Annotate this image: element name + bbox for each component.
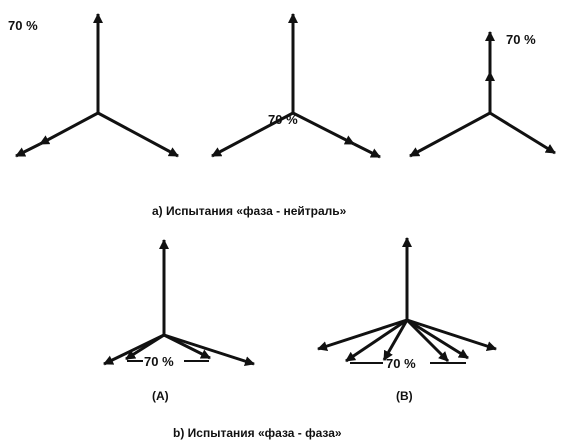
phasor-lower-right [97,111,179,158]
phasor-lower-right [292,111,355,146]
case-label: (B) [396,389,413,403]
diagram-b-case-a: 70 % (A) [103,239,255,403]
phasor-lower-left [39,111,99,146]
phasor-lower-left [211,111,294,158]
star-diagram-a2: 70 % [211,13,381,159]
phasor-left-outer [317,318,408,351]
star-diagram-a3: 70 % [409,31,556,158]
phasor-right-outer [163,333,255,366]
caption-b: b) Испытания «фаза - фаза» [173,426,342,440]
phasor-right-mid [405,318,450,363]
percent-label: 70 % [506,32,536,47]
phasor-lower-right-ext [353,142,381,159]
phasor-left-inner [345,318,408,363]
case-label: (A) [152,389,169,403]
percent-label: 70 % [8,18,38,33]
phasor-right-inner [406,318,469,360]
phasor-lower-left [409,111,491,158]
star-diagram-a1: 70 % [8,13,179,158]
caption-a: a) Испытания «фаза - нейтраль» [152,204,347,218]
percent-label: 70 % [144,354,174,369]
percent-label: 70 % [268,112,298,127]
phasor-left-inner [125,333,165,361]
diagram-b-case-b: 70 % (B) [317,237,497,403]
phasor-lower-right [489,111,556,155]
phasor-right-outer [406,318,497,351]
phasor-lower-left-ext [15,142,41,158]
phasor-left-mid [382,319,409,361]
percent-label: 70 % [386,356,416,371]
